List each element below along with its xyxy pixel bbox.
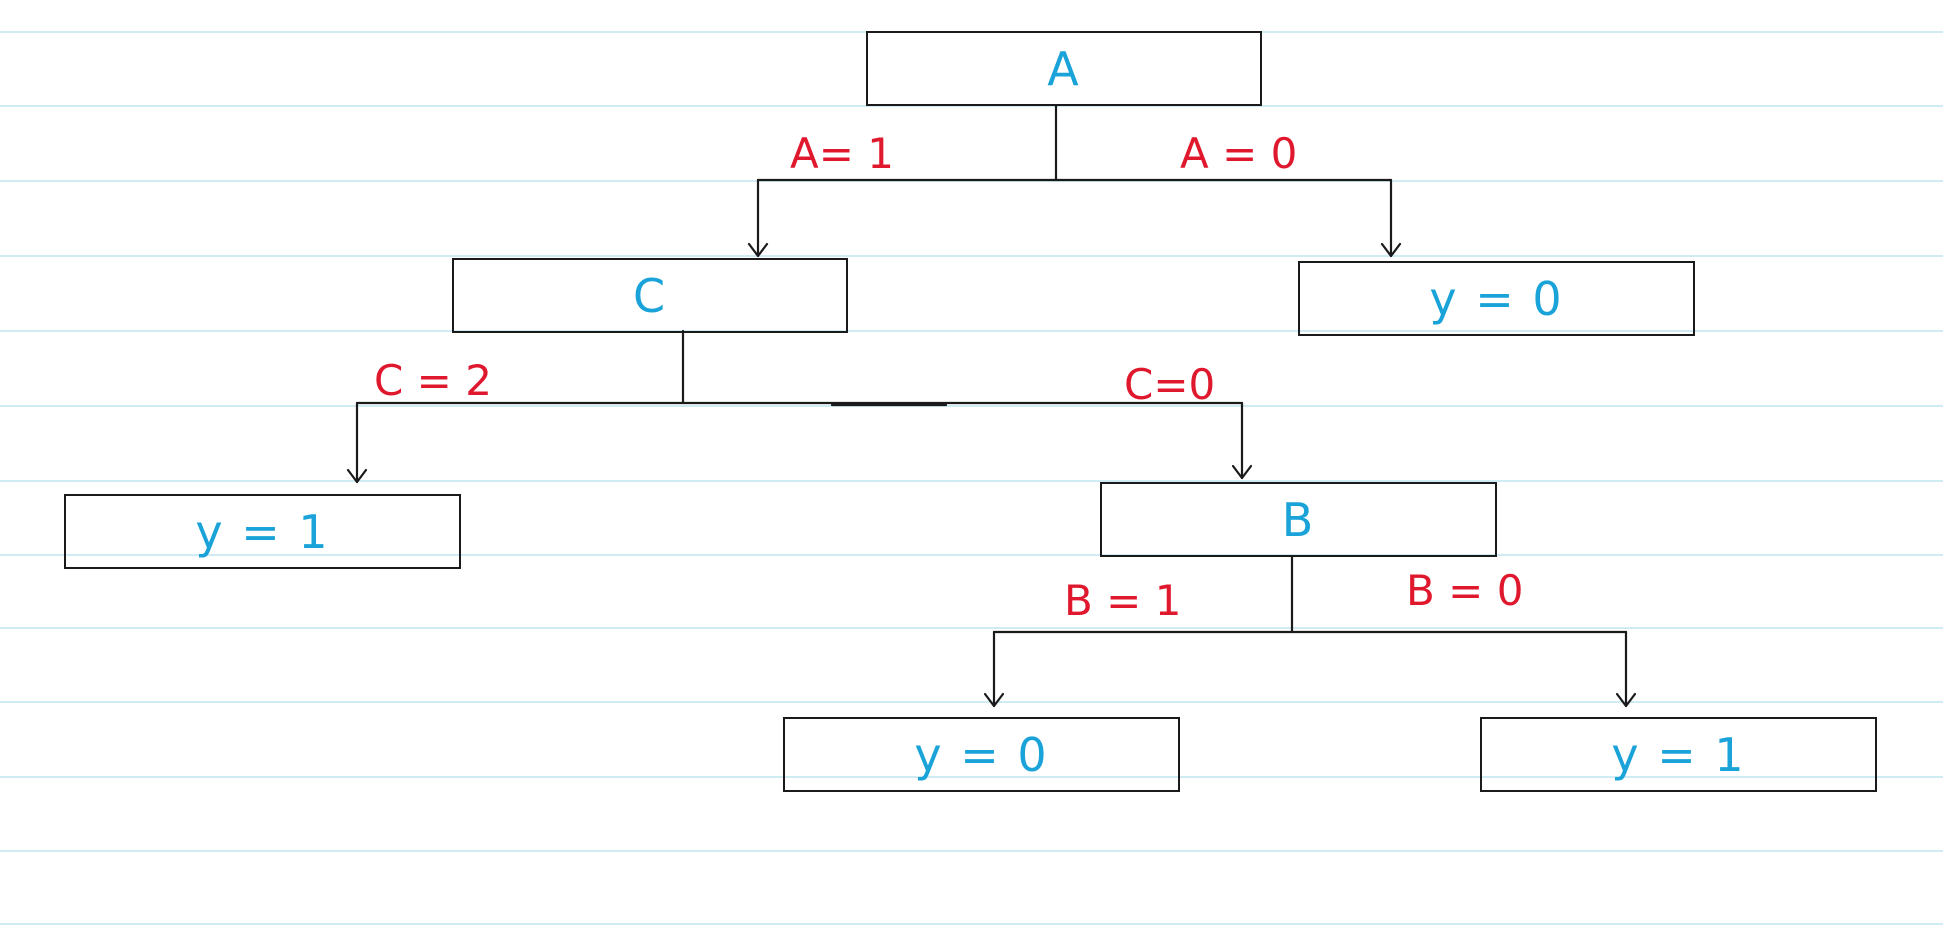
leaf-c2: y = 1 (64, 494, 461, 569)
edge-label-b0: B = 0 (1406, 566, 1524, 615)
leaf-b1: y = 0 (783, 717, 1180, 792)
arrowhead-to-c (747, 242, 769, 258)
node-c: C (452, 258, 848, 333)
arrowhead-to-leaf-c2 (346, 468, 368, 484)
edge-label-c0: C=0 (1124, 360, 1216, 409)
arrowhead-to-b (1231, 464, 1253, 480)
node-root-a: A (866, 31, 1262, 106)
edge-label-c2: C = 2 (374, 356, 492, 405)
leaf-a0: y = 0 (1298, 261, 1695, 336)
node-c-label: C (632, 268, 668, 323)
node-b: B (1100, 482, 1497, 557)
edge-label-a1: A= 1 (790, 129, 894, 178)
node-root-a-label: A (1047, 41, 1081, 96)
edge-label-b1: B = 1 (1064, 576, 1182, 625)
leaf-c2-label: y = 1 (195, 504, 330, 559)
leaf-b1-label: y = 0 (914, 727, 1049, 782)
leaf-b0-label: y = 1 (1611, 727, 1746, 782)
node-b-label: B (1281, 492, 1316, 547)
leaf-b0: y = 1 (1480, 717, 1877, 792)
leaf-a0-label: y = 0 (1429, 271, 1564, 326)
arrowhead-to-leaf-a0 (1380, 242, 1402, 258)
edge-label-a0: A = 0 (1180, 129, 1298, 178)
arrowhead-to-leaf-b0 (1615, 692, 1637, 708)
arrowhead-to-leaf-b1 (983, 692, 1005, 708)
